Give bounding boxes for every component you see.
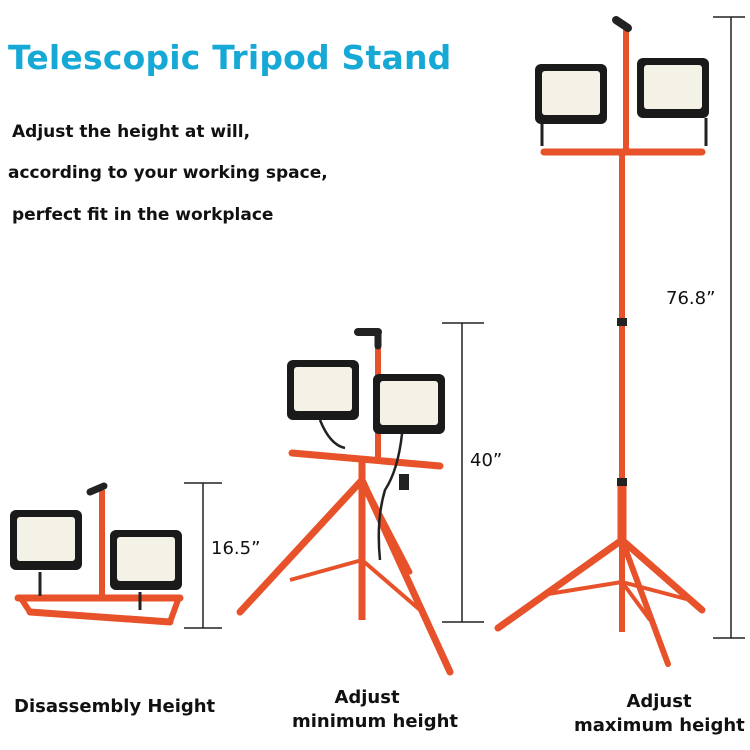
caption-maximum: Adjust maximum height	[574, 690, 745, 738]
caption-maximum-line-2: maximum height	[574, 715, 745, 736]
minimum-height-value: 40”	[470, 450, 503, 471]
disassembly-height-bracket	[184, 482, 222, 629]
maximum-height-bracket	[713, 16, 745, 639]
description-line-2: according to your working space,	[8, 163, 328, 183]
disassembled-stand	[10, 482, 184, 626]
description-line-3: perfect fit in the workplace	[12, 205, 274, 225]
maximum-height-stand	[494, 16, 709, 667]
caption-minimum: Adjust minimum height	[292, 686, 458, 734]
description-line-1: Adjust the height at will,	[12, 122, 251, 142]
caption-minimum-line-1: Adjust	[334, 687, 400, 708]
caption-maximum-line-1: Adjust	[626, 691, 692, 712]
minimum-height-bracket	[442, 322, 484, 623]
disassembly-height-value: 16.5”	[211, 538, 261, 559]
maximum-height-value: 76.8”	[666, 288, 716, 309]
caption-disassembly: Disassembly Height	[14, 696, 216, 717]
page-title: Telescopic Tripod Stand	[8, 38, 452, 77]
minimum-height-stand	[236, 328, 454, 676]
caption-minimum-line-2: minimum height	[292, 711, 458, 732]
